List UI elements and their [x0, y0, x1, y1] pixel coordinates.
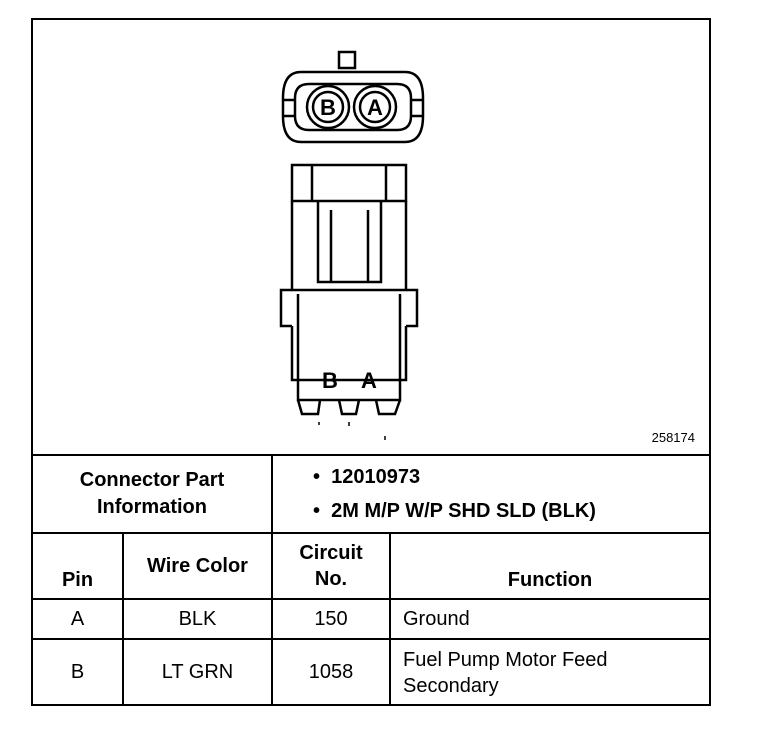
table-row: B LT GRN 1058 Fuel Pump Motor Feed Secon… [33, 638, 710, 705]
part-number: • 12010973 [313, 466, 421, 488]
part-description: • 2M M/P W/P SHD SLD (BLK) [313, 500, 596, 522]
connector-frame: B A B A 258174 Connector Part Informatio… [31, 18, 711, 706]
header-circuit-line1: Circuit [299, 542, 363, 564]
connector-part-values: • 12010973 • 2M M/P W/P SHD SLD (BLK) [270, 454, 710, 534]
row-b-function-line2: Secondary [403, 674, 499, 697]
header-circuit-no: Circuit No. [271, 532, 391, 600]
side-pin-b-label: B [322, 368, 338, 393]
row-b-function-line1: Fuel Pump Motor Feed [403, 648, 608, 671]
face-pin-b-label: B [320, 95, 336, 120]
row-b-pin: B [33, 638, 124, 705]
connector-diagram: B A B A 258174 [33, 20, 709, 454]
row-a-circuit: 150 [271, 598, 391, 640]
side-pin-a-label: A [361, 368, 377, 393]
row-a-wire-color: BLK [122, 598, 273, 640]
header-pin: Pin [33, 532, 124, 600]
face-pin-a-label: A [367, 95, 383, 120]
header-circuit-line2: No. [314, 568, 348, 590]
row-b-wire-color: LT GRN [122, 638, 273, 705]
row-b-circuit: 1058 [271, 638, 391, 705]
header-function: Function [388, 532, 710, 600]
row-b-function: Fuel Pump Motor Feed Secondary [388, 638, 710, 705]
row-a-function: Ground [388, 598, 710, 640]
connector-drawing: B A B A [279, 50, 425, 440]
connector-part-row: Connector Part Information • 12010973 • … [33, 454, 710, 534]
connector-info-table: Connector Part Information • 12010973 • … [33, 454, 710, 705]
connector-part-label-line2: Information [97, 496, 207, 518]
table-row: A BLK 150 Ground [33, 598, 710, 640]
connector-part-label: Connector Part Information [33, 454, 273, 534]
row-a-pin: A [33, 598, 124, 640]
header-wire-color: Wire Color [122, 532, 273, 600]
header-row: Pin Wire Color Circuit No. Function [33, 532, 710, 600]
row-a-function-line1: Ground [403, 608, 470, 630]
connector-part-label-line1: Connector Part [79, 469, 225, 491]
figure-id: 258174 [651, 430, 695, 445]
